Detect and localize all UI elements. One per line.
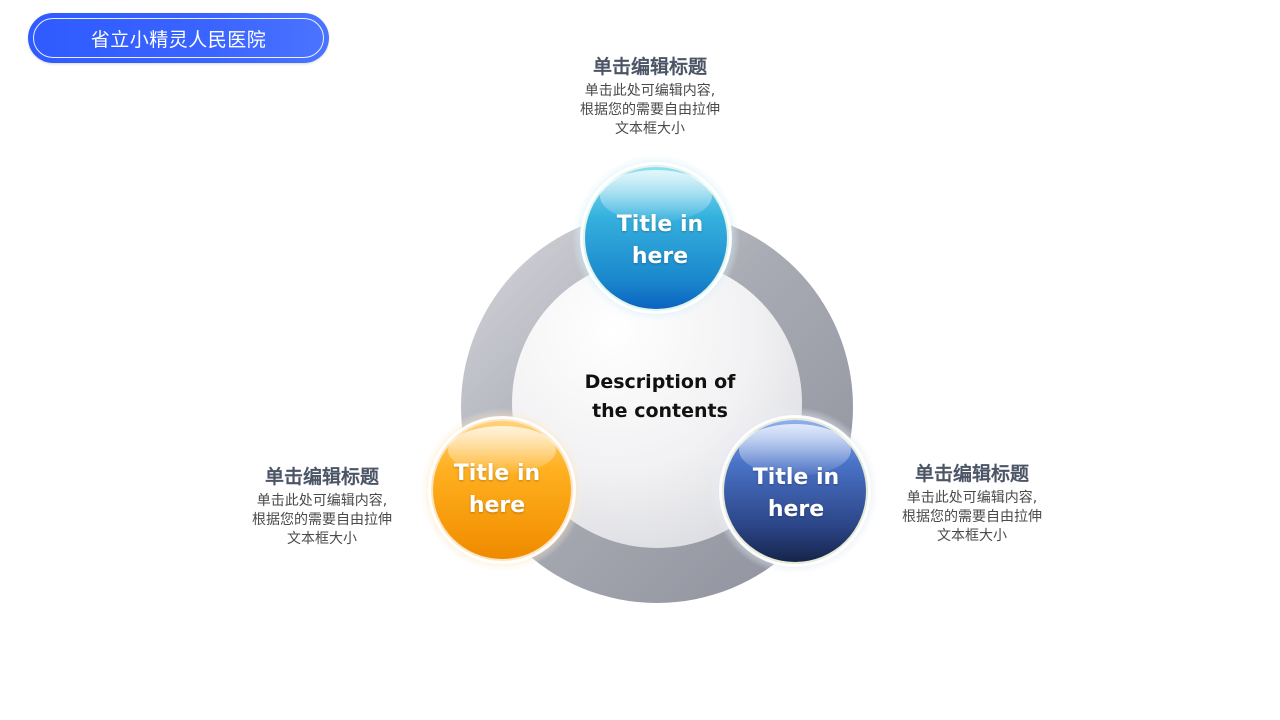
node-right <box>711 407 879 575</box>
node-right-label-line1: Title in <box>752 465 840 490</box>
text-block-top: 单击编辑标题 单击此处可编辑内容, 根据您的需要自由拉伸 文本框大小 <box>550 54 750 139</box>
node-left <box>420 408 584 572</box>
text-block-body-line: 文本框大小 <box>615 121 685 137</box>
header-banner: 省立小精灵人民医院 <box>28 13 329 63</box>
text-block-body-line: 根据您的需要自由拉伸 <box>902 509 1042 525</box>
node-top <box>572 154 740 322</box>
center-text-line1: Description of <box>584 371 736 393</box>
node-left-label-line1: Title in <box>453 461 541 486</box>
node-left-label-line2: here <box>468 493 526 518</box>
text-block-title: 单击编辑标题 <box>592 56 707 78</box>
text-block-title: 单击编辑标题 <box>914 463 1029 485</box>
text-block-body: 单击此处可编辑内容, 根据您的需要自由拉伸 文本框大小 <box>550 82 750 139</box>
text-block-body-line: 文本框大小 <box>287 531 357 547</box>
node-top-label-line1: Title in <box>616 212 704 237</box>
text-block-body-line: 单击此处可编辑内容, <box>906 490 1038 506</box>
text-block-body-line: 根据您的需要自由拉伸 <box>580 102 720 118</box>
text-block-body-line: 单击此处可编辑内容, <box>256 493 388 509</box>
text-block-body: 单击此处可编辑内容, 根据您的需要自由拉伸 文本框大小 <box>872 489 1072 546</box>
text-block-body-line: 文本框大小 <box>937 528 1007 544</box>
text-block-body-line: 单击此处可编辑内容, <box>584 83 716 99</box>
node-top-label: Title in here <box>590 209 730 273</box>
node-right-label: Title in here <box>726 462 866 526</box>
text-block-right: 单击编辑标题 单击此处可编辑内容, 根据您的需要自由拉伸 文本框大小 <box>872 461 1072 546</box>
center-description: Description of the contents <box>560 368 760 426</box>
text-block-title: 单击编辑标题 <box>264 466 379 488</box>
center-text-line2: the contents <box>592 400 728 422</box>
header-title: 省立小精灵人民医院 <box>90 28 267 51</box>
text-block-left: 单击编辑标题 单击此处可编辑内容, 根据您的需要自由拉伸 文本框大小 <box>222 464 422 549</box>
text-block-body: 单击此处可编辑内容, 根据您的需要自由拉伸 文本框大小 <box>222 492 422 549</box>
node-right-label-line2: here <box>767 497 825 522</box>
text-block-body-line: 根据您的需要自由拉伸 <box>252 512 392 528</box>
node-top-label-line2: here <box>631 244 689 269</box>
node-left-label: Title in here <box>427 458 567 522</box>
